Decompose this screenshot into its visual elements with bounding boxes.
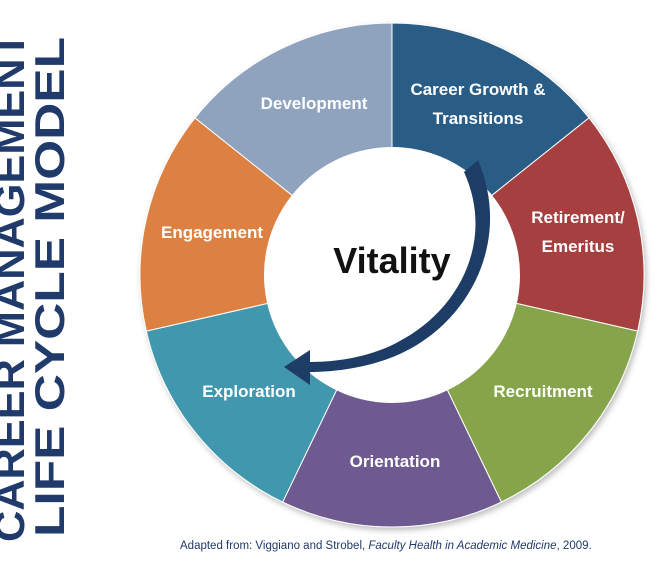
segment-label: Exploration: [202, 382, 296, 401]
center-label: Vitality: [333, 240, 450, 281]
segment-label: Development: [261, 94, 368, 113]
center-circle: [264, 147, 520, 403]
citation-work: Faculty Health in Academic Medicine: [368, 540, 557, 552]
side-title: CAREER MANAGEMENT LIFE CYCLE MODEL: [0, 32, 73, 542]
citation-suffix: , 2009.: [556, 540, 592, 552]
segment-label: Recruitment: [493, 382, 593, 401]
cycle-arrow: [284, 160, 491, 385]
side-title-line1: CAREER MANAGEMENT: [0, 32, 33, 542]
citation-prefix: Adapted from: Viggiano and Strobel,: [180, 540, 369, 552]
segment-label: Orientation: [350, 452, 441, 471]
side-title-line2: LIFE CYCLE MODEL: [26, 37, 73, 537]
segment-label: Engagement: [161, 223, 263, 242]
segment-label: Career Growth &Transitions: [410, 80, 545, 128]
segment-label: Retirement/Emeritus: [531, 208, 625, 256]
citation: Adapted from: Viggiano and Strobel, Facu…: [180, 540, 650, 552]
